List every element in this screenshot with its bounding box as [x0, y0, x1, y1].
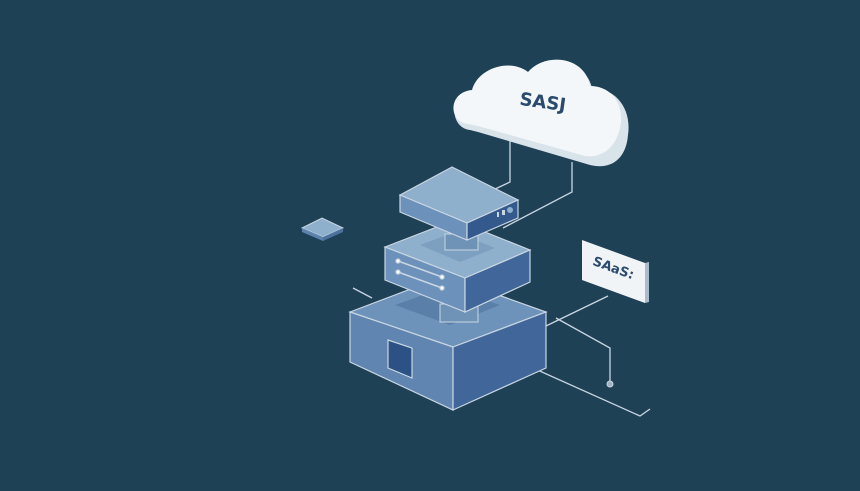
led-icon [502, 210, 505, 215]
cloud-icon: SASJ [453, 59, 629, 167]
sign-link-line [545, 295, 609, 327]
saas-sign: SAaS: [582, 240, 649, 303]
led-icon [497, 212, 499, 217]
slot-line [397, 271, 443, 289]
base-line [532, 367, 651, 417]
stub-line [352, 287, 373, 299]
window-icon [387, 339, 413, 379]
probe-line [555, 317, 611, 382]
probe-dot [606, 380, 614, 388]
cloud-link-line [502, 162, 573, 229]
connector-lines [352, 140, 651, 417]
floating-tile [300, 217, 345, 241]
top-server-box [398, 166, 520, 241]
cloud-link-line [492, 140, 511, 191]
slot-line [397, 260, 443, 278]
power-icon [507, 207, 513, 213]
